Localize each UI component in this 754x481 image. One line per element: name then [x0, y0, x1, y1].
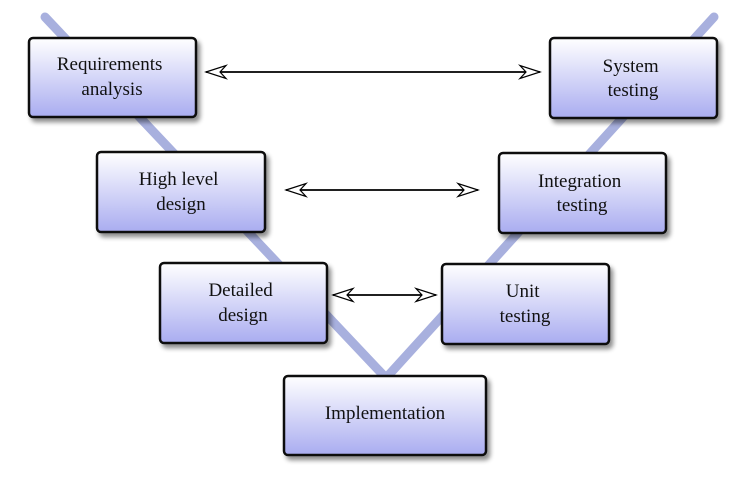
box-high-level-design: High level design: [95, 150, 267, 234]
detailed-unit-arrow: [331, 287, 438, 303]
svg-text:High level design: High level design: [139, 169, 223, 215]
implementation-line-1: Implementation: [325, 403, 446, 424]
box-detailed-design: Detailed design: [158, 261, 329, 345]
box-requirements-analysis: Requirements analysis: [27, 36, 198, 119]
high-level-line-2: design: [156, 194, 206, 215]
requirements-line-1: Requirements: [57, 54, 163, 75]
box-implementation: Implementation: [282, 374, 488, 457]
svg-text:Requirements analysis: Requirements analysis: [57, 54, 167, 100]
high-level-line-1: High level: [139, 169, 219, 190]
svg-text:Unit testing: Unit testing: [500, 281, 551, 327]
svg-text:System testing: System testing: [603, 56, 664, 101]
requirements-system-arrow: [204, 64, 542, 80]
integration-line-1: Integration: [538, 171, 622, 192]
connector-arrows: [204, 64, 542, 303]
unit-line-1: Unit: [506, 281, 541, 302]
integration-line-2: testing: [557, 195, 608, 216]
highlevel-integration-arrow: [284, 182, 480, 198]
requirements-line-2: analysis: [81, 79, 142, 100]
system-line-1: System: [603, 56, 659, 77]
unit-line-2: testing: [500, 306, 551, 327]
detailed-line-2: design: [218, 305, 268, 326]
box-integration-testing: Integration testing: [497, 151, 668, 235]
box-system-testing: System testing: [548, 36, 719, 120]
box-unit-testing: Unit testing: [440, 262, 611, 346]
svg-text:Integration testing: Integration testing: [538, 171, 626, 216]
detailed-line-1: Detailed: [208, 280, 273, 301]
system-line-2: testing: [608, 80, 659, 101]
svg-text:Detailed design: Detailed design: [208, 280, 277, 326]
svg-text:Implementation: Implementation: [325, 403, 446, 424]
